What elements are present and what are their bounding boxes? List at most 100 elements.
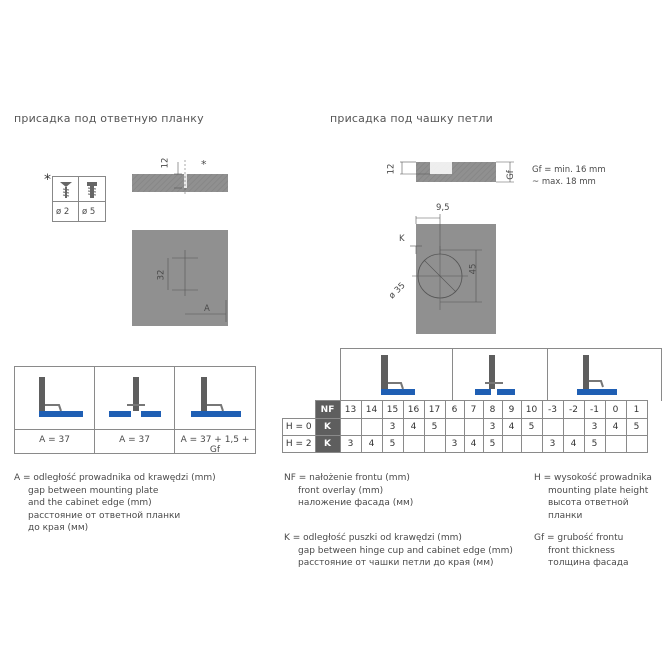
dim-K: K (399, 234, 405, 244)
k-value (625, 435, 648, 453)
mounting-options-table: A = 37 A = 37 A = 37 + 1,5 + Gf (14, 366, 256, 455)
nf-value: 1 (625, 400, 648, 419)
k-value: 3 (541, 435, 564, 453)
legend-nf: NF = nałożenie frontu (mm) front overlay… (284, 472, 413, 510)
k-value: 5 (583, 435, 606, 453)
mount-option-2-illustration (109, 377, 161, 417)
screw-small-icon (60, 182, 72, 198)
mount-option-2-label: A = 37 (119, 435, 150, 445)
asterisk-mark-drawing: * (201, 158, 207, 171)
nf-value: 8 (482, 400, 503, 419)
nf-value: -3 (541, 400, 564, 419)
screw-diameter-2: ø 2 (56, 207, 70, 217)
k-value: 5 (625, 418, 648, 436)
nf-value: -1 (583, 400, 606, 419)
k-value: 5 (423, 418, 446, 436)
mount-option-3-illustration (191, 377, 241, 417)
legend-h: H = wysokość prowadnika mounting plate h… (534, 472, 652, 522)
legend-a-line: расстояние от ответной планки (28, 510, 181, 521)
legend-nf-line: наложение фасада (мм) (298, 498, 414, 509)
legend-gf-line: толщина фасада (548, 558, 629, 569)
inset-illustration (577, 355, 617, 395)
screw-diameter-5: ø 5 (82, 207, 96, 217)
k-value (339, 418, 362, 436)
k-value: 4 (402, 418, 425, 436)
k-value: 5 (381, 435, 404, 453)
mount-option-3-label: A = 37 + 1,5 + Gf (180, 435, 250, 455)
overlay-table: NF 13 14 15 16 17 6 7 8 9 10 -3 -2 -1 0 … (282, 400, 648, 453)
k-value: 4 (360, 435, 383, 453)
k-value (541, 418, 564, 436)
k-value (444, 418, 465, 436)
dim-Gf: Gf (505, 170, 516, 180)
nf-value: 17 (423, 400, 446, 419)
legend-h-line: H = wysokość prowadnika (534, 473, 652, 483)
hinge-cup-drilling-drawing (400, 161, 514, 334)
legend-gf-line: Gf = grubość frontu (534, 533, 624, 543)
mount-option-1-label: A = 37 (39, 435, 70, 445)
dim-A: A (204, 304, 210, 314)
k-value: 3 (583, 418, 606, 436)
row-h0-label: H = 0 (282, 418, 316, 436)
dim-32: 32 (156, 269, 167, 281)
nf-value: 7 (463, 400, 484, 419)
k-value (501, 435, 522, 453)
legend-nf-line: NF = nałożenie frontu (mm) (284, 473, 410, 483)
k-value: 3 (381, 418, 404, 436)
k-value: 5 (520, 418, 543, 436)
dim-12-left: 12 (160, 157, 171, 169)
legend-h-line: планки (548, 510, 583, 521)
nf-value: 13 (339, 400, 362, 419)
nf-value: 0 (604, 400, 627, 419)
mounting-plate-drilling-drawing (132, 160, 228, 326)
k-value: 3 (444, 435, 465, 453)
k-value (520, 435, 543, 453)
k-value (463, 418, 484, 436)
k-value: 4 (604, 418, 627, 436)
nf-value: 14 (360, 400, 383, 419)
gf-note-max: ~ max. 18 mm (532, 177, 596, 187)
k-value: 4 (463, 435, 484, 453)
row-h2-label: H = 2 (282, 435, 316, 453)
legend-h-line: mounting plate height (548, 485, 649, 496)
k-value: 4 (562, 435, 585, 453)
legend-k-line: K = odległość puszki od krawędzi (mm) (284, 533, 462, 543)
legend-a: A = odległość prowadnika od krawędzi (mm… (14, 472, 216, 535)
gf-note-min: Gf = min. 16 mm (532, 165, 606, 175)
k-value (562, 418, 585, 436)
legend-k-line: расстояние от чашки петли до края (мм) (298, 558, 494, 569)
k-value (402, 435, 425, 453)
k-value: 5 (482, 435, 503, 453)
legend-k: K = odległość puszki od krawędzi (mm) ga… (284, 532, 513, 570)
k-value (423, 435, 446, 453)
k-value (604, 435, 627, 453)
legend-a-line: gap between mounting plate (28, 485, 159, 496)
left-heading: присадка под ответную планку (14, 112, 204, 125)
legend-nf-line: front overlay (mm) (298, 485, 384, 496)
nf-value: 16 (402, 400, 425, 419)
dim-9-5: 9,5 (436, 203, 450, 213)
overlay-illustrations-row (340, 348, 662, 401)
legend-h-line: высота ответной (548, 498, 629, 509)
dim-45: 45 (468, 263, 479, 275)
nf-value: 9 (501, 400, 522, 419)
k-value: 4 (501, 418, 522, 436)
mount-option-1-illustration (39, 377, 83, 417)
legend-a-line: A = odległość prowadnika od krawędzi (mm… (14, 473, 216, 483)
k-header: K (314, 418, 341, 436)
nf-value: -2 (562, 400, 585, 419)
nf-value: 10 (520, 400, 543, 419)
k-value: 3 (339, 435, 362, 453)
k-value (360, 418, 383, 436)
k-header: K (314, 435, 341, 453)
right-heading: присадка под чашку петли (330, 112, 493, 125)
screw-large-icon (87, 182, 97, 198)
k-value: 3 (482, 418, 503, 436)
nf-header: NF (314, 400, 341, 419)
dim-12-right: 12 (386, 163, 397, 175)
legend-gf: Gf = grubość frontu front thickness толщ… (534, 532, 629, 570)
legend-gf-line: front thickness (548, 545, 615, 556)
full-overlay-illustration (381, 355, 415, 395)
half-overlay-illustration (475, 355, 515, 395)
asterisk-mark: * (44, 172, 51, 188)
